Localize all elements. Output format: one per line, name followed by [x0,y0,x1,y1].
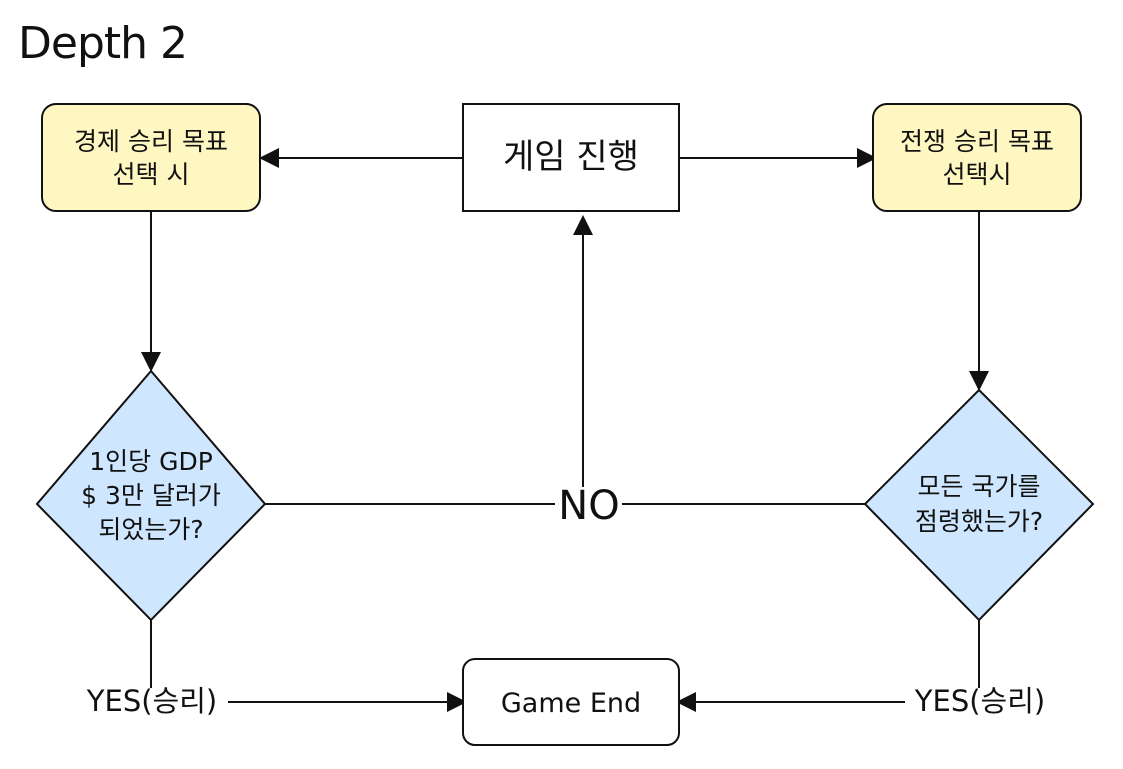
war-goal-line-1: 전쟁 승리 목표 [900,127,1054,156]
game-end-label: Game End [501,688,641,719]
yes-left-label: YES(승리) [86,684,217,718]
node-game-progress: 게임 진행 [462,103,680,212]
page-title: Depth 2 [18,18,188,69]
economic-goal-line-2: 선택 시 [113,160,190,189]
no-label: NO [558,483,619,529]
gdp-check-line-1: 1인당 GDP [89,447,213,476]
game-progress-label: 게임 진행 [503,137,639,177]
conquer-check-line-1: 모든 국가를 [918,472,1041,501]
node-gdp-check: 1인당 GDP $ 3만 달러가 되었는가? [35,369,267,622]
connectors [141,148,989,712]
economic-goal-line-1: 경제 승리 목표 [74,127,228,156]
yes-right-label: YES(승리) [914,684,1045,718]
node-game-end: Game End [462,658,680,746]
node-conquer-check: 모든 국가를 점령했는가? [863,388,1095,622]
conquer-check-line-2: 점령했는가? [915,507,1043,536]
war-goal-line-2: 선택시 [942,160,1011,189]
gdp-check-line-2: $ 3만 달러가 [81,481,221,510]
node-war-goal: 전쟁 승리 목표 선택시 [872,103,1082,212]
gdp-check-line-3: 되었는가? [98,515,203,544]
node-economic-goal: 경제 승리 목표 선택 시 [41,103,261,212]
edge-labels: NO YES(승리) YES(승리) [86,483,1045,718]
